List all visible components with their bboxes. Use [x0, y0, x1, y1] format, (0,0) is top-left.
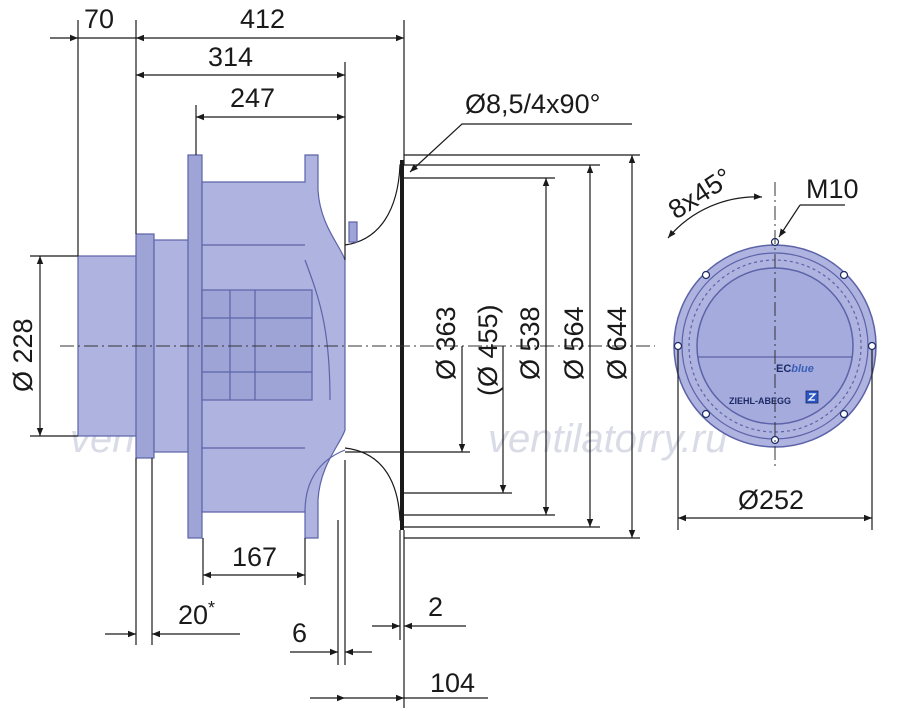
dim-hole-callout: Ø8,5/4x90°: [465, 89, 600, 119]
watermark-right: ventilatorry.ru: [488, 417, 727, 461]
brand-maker: ZIEHL-ABEGG: [729, 396, 791, 406]
dim-455: (Ø 455): [473, 304, 503, 396]
front-view: ECblue ZIEHL-ABEGG: [673, 237, 877, 448]
cable-gland: [348, 221, 358, 243]
inlet-ring: [400, 160, 404, 530]
dim-412: 412: [240, 4, 285, 34]
dim-314: 314: [208, 42, 253, 72]
dim-2: 2: [428, 592, 443, 622]
dim-644: Ø 644: [602, 306, 632, 380]
dim-70: 70: [84, 4, 114, 34]
dim-m10: M10: [806, 174, 859, 204]
dim-228-group: Ø 228: [8, 255, 78, 437]
dim-104: 104: [430, 668, 475, 698]
dim-363: Ø 363: [431, 306, 461, 380]
dim-167: 167: [232, 542, 277, 572]
dim-252: Ø252: [738, 485, 804, 515]
dim-20: 20*: [178, 598, 215, 630]
dim-538: Ø 538: [515, 306, 545, 380]
dim-6: 6: [292, 618, 307, 648]
top-dimensions: 70 412 314 247 Ø8,5/4x90°: [50, 4, 632, 260]
dim-228: Ø 228: [8, 318, 38, 392]
brand-ec: ECblue: [776, 363, 814, 375]
motor-core: [201, 289, 313, 401]
dim-564: Ø 564: [559, 306, 589, 380]
diameter-dimensions: Ø 363 (Ø 455) Ø 538 Ø 564 Ø 644: [345, 154, 640, 539]
bottom-dimensions: 167 20* 6 2 104: [105, 458, 488, 708]
dim-247: 247: [230, 83, 275, 113]
dim-angle: 8x45°: [663, 162, 738, 225]
